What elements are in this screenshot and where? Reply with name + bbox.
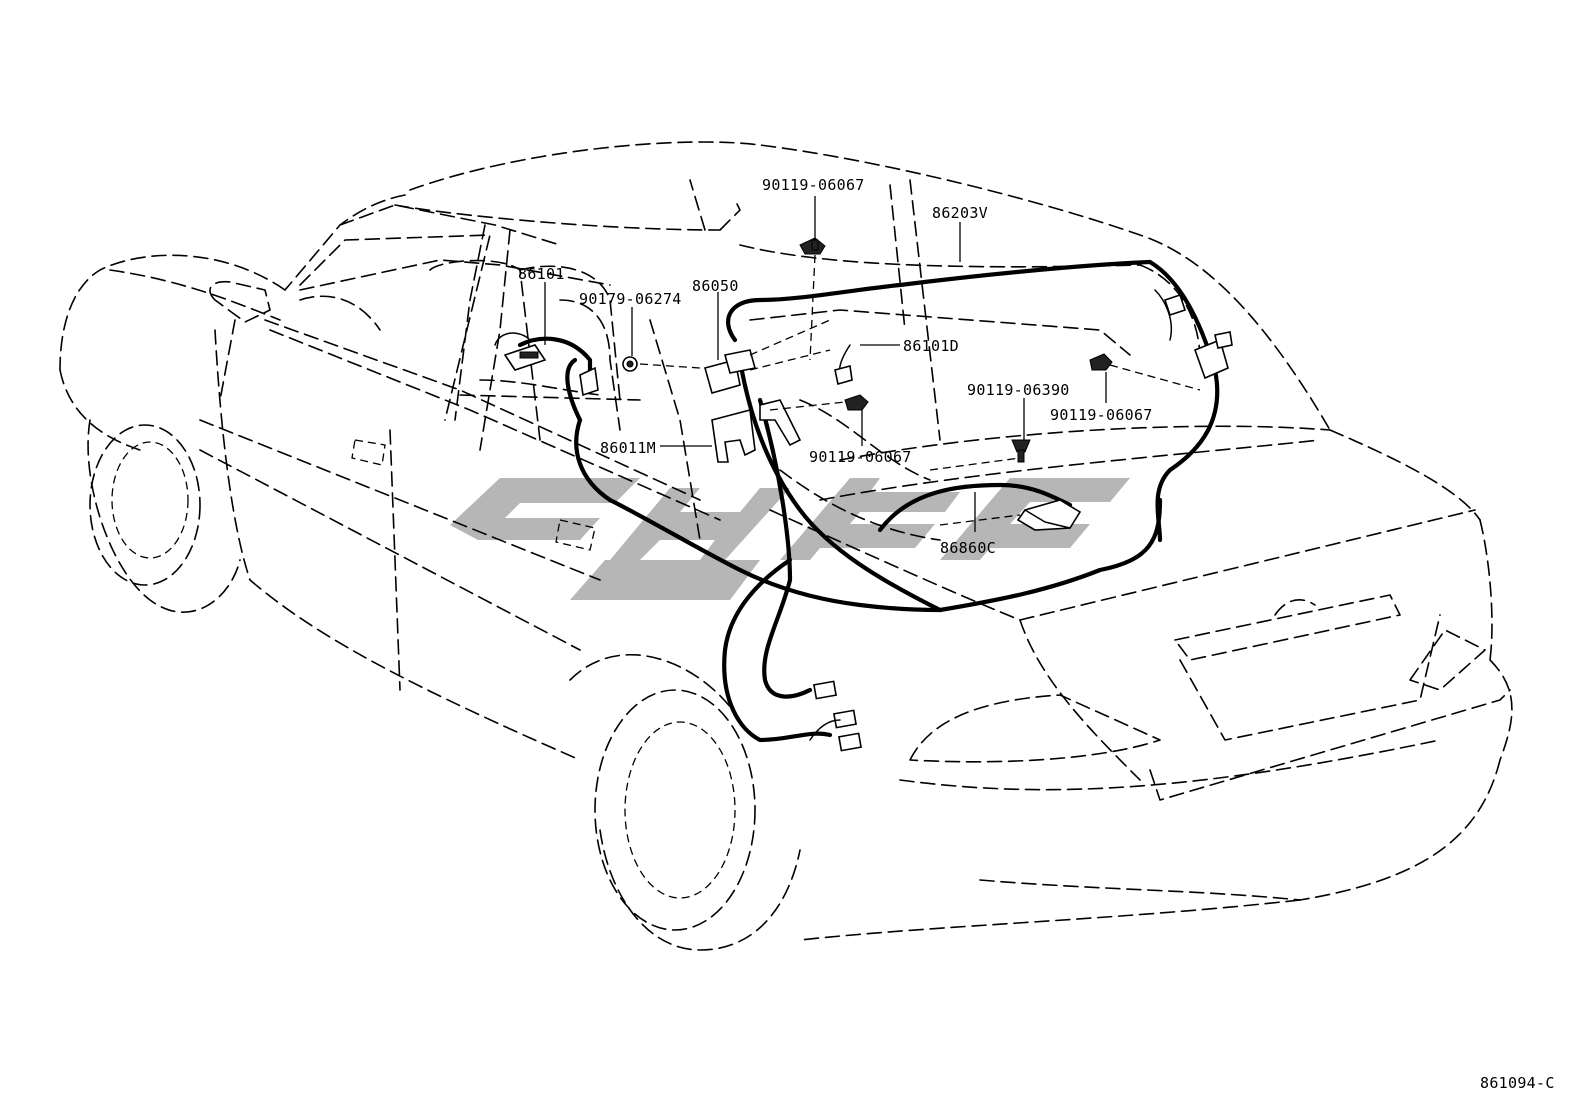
component-screw-90119-06067-mid[interactable] — [844, 394, 869, 411]
component-antenna-amplifier-left[interactable] — [704, 349, 757, 394]
label-86101D[interactable]: 86101D — [903, 337, 959, 355]
drawing-number: 861094-C — [1480, 1074, 1555, 1092]
wiring-harness — [517, 259, 1220, 743]
component-bracket-86011M[interactable] — [711, 399, 802, 463]
component-screw-90119-06067-right[interactable] — [1089, 353, 1113, 371]
part-labels: 90119-06067 86203V 86101 90179-06274 860… — [518, 176, 1555, 1092]
label-86203V[interactable]: 86203V — [932, 204, 988, 222]
component-bracket-right[interactable] — [579, 366, 599, 397]
label-86860C[interactable]: 86860C — [940, 539, 996, 557]
component-plug-86101[interactable] — [494, 332, 547, 371]
component-86101D-cable[interactable] — [834, 364, 853, 386]
connector-pigtail-1[interactable] — [813, 680, 837, 700]
component-clip-90179-06274[interactable] — [622, 356, 638, 372]
label-86050[interactable]: 86050 — [692, 277, 739, 295]
vehicle-outline — [59, 141, 1513, 951]
component-module-86860C[interactable] — [1016, 499, 1082, 531]
label-90119-06067-mid[interactable]: 90119-06067 — [809, 448, 912, 466]
connector-pigtail-2[interactable] — [809, 709, 862, 752]
label-90119-06390[interactable]: 90119-06390 — [967, 381, 1070, 399]
label-90119-06067-top[interactable]: 90119-06067 — [762, 176, 865, 194]
label-86101[interactable]: 86101 — [518, 265, 565, 283]
label-86011M[interactable]: 86011M — [600, 439, 656, 457]
leader-lines — [544, 196, 1201, 532]
component-amplifier-right[interactable] — [1163, 293, 1233, 380]
component-screw-86050-top[interactable] — [799, 237, 826, 255]
label-90119-06067-right[interactable]: 90119-06067 — [1050, 406, 1153, 424]
label-90179-06274[interactable]: 90179-06274 — [579, 290, 682, 308]
